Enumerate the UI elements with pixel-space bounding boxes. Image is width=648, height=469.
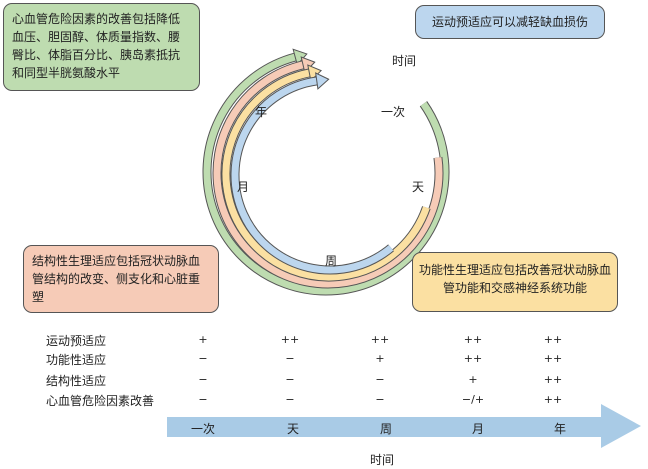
cell: + (198, 333, 208, 346)
row-label-structural: 结构性适应 (46, 374, 107, 388)
cycle-label-week: 周 (325, 254, 338, 268)
arc-functional (222, 69, 430, 281)
axis-tick-day: 天 (286, 422, 299, 436)
cell: − (375, 393, 385, 406)
axis-tick-week: 周 (379, 422, 392, 436)
cell: ++ (543, 373, 563, 386)
arc-structural (213, 61, 443, 288)
cell: + (375, 352, 385, 365)
row-label-preconditioning: 运动预适应 (46, 334, 107, 348)
cell: ++ (543, 333, 563, 346)
structural-adaptation-box: 结构性生理适应包括冠状动脉血管结构的改变、侧支化和心脏重塑 (23, 245, 219, 313)
axis-tick-year: 年 (553, 422, 566, 436)
cell: − (198, 352, 208, 365)
arc-preconditioning (231, 77, 394, 274)
cell: −/+ (461, 393, 485, 406)
axis-title: 时间 (370, 453, 395, 467)
cell: − (285, 352, 295, 365)
time-axis-arrow (167, 404, 641, 448)
axis-tick-month: 月 (471, 422, 484, 436)
cycle-label-day: 天 (412, 180, 425, 194)
cell: − (285, 373, 295, 386)
cell: ++ (543, 393, 563, 406)
cell: − (375, 373, 385, 386)
cell: ++ (463, 333, 483, 346)
row-label-cv-risk: 心血管危险因素改善 (46, 394, 155, 408)
cycle-time-label: 时间 (392, 54, 417, 68)
cycle-label-once: 一次 (381, 105, 406, 119)
cell: − (198, 393, 208, 406)
cell: ++ (370, 333, 390, 346)
cell: + (468, 373, 478, 386)
arc-preconditioning-arrowhead (315, 72, 330, 90)
adaptation-arcs (202, 48, 450, 296)
row-label-functional: 功能性适应 (46, 353, 107, 367)
cell: − (198, 373, 208, 386)
cell: − (285, 393, 295, 406)
axis-tick-once: 一次 (190, 422, 215, 436)
cell: ++ (463, 352, 483, 365)
cycle-label-month: 月 (237, 180, 250, 194)
preconditioning-box: 运动预适应可以减轻缺血损伤 (415, 5, 605, 39)
arc-cardiovascular (203, 53, 449, 295)
functional-adaptation-box: 功能性生理适应包括改善冠状动脉血管功能和交感神经系统功能 (412, 252, 618, 312)
cycle-label-year: 年 (255, 105, 268, 119)
cardiovascular-risk-box: 心血管危险因素的改善包括降低血压、胆固醇、体质量指数、腰臀比、体脂百分比、胰岛素… (3, 3, 200, 91)
cell: ++ (280, 333, 300, 346)
cell: ++ (543, 352, 563, 365)
